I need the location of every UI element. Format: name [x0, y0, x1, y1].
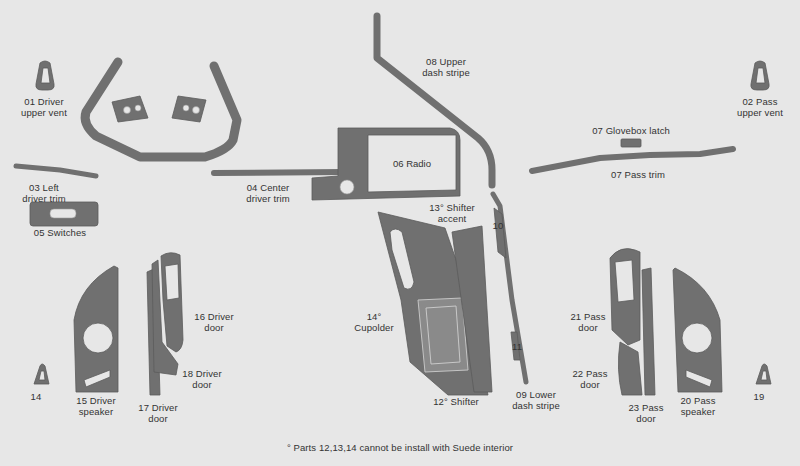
- part-label: 14° Cupolder: [353, 312, 395, 334]
- part-label: 21 Pass door: [566, 312, 610, 334]
- wheel-button-hole: [183, 105, 189, 111]
- part-label: 05 Switches: [34, 228, 86, 239]
- wheel-button-hole: [124, 107, 131, 114]
- wheel-trim: [112, 96, 148, 122]
- part-label: 06 Radio: [393, 158, 431, 169]
- part-label: 07 Glovebox latch: [592, 126, 670, 137]
- wheel-button-hole: [193, 107, 200, 114]
- radio-opening: 06 Radio: [368, 135, 456, 191]
- door-trim: [152, 260, 178, 375]
- vent-trim: [751, 61, 769, 90]
- part-label: 03 Left driver trim: [19, 183, 69, 205]
- trim-strip: [214, 172, 344, 173]
- part-label: 07 Pass trim: [611, 170, 665, 181]
- cupholder: [418, 298, 468, 372]
- latch-trim: [621, 139, 641, 147]
- part-label: 23 Pass door: [624, 403, 668, 425]
- door-trim: [610, 249, 640, 345]
- trim-strip: [532, 149, 733, 171]
- part-label: 09 Lower dash stripe: [509, 390, 563, 412]
- part-label: 22 Pass door: [568, 369, 612, 391]
- knob-opening: [340, 180, 354, 194]
- part-label: 04 Center driver trim: [241, 183, 295, 205]
- part-label: 15 Driver speaker: [72, 396, 120, 418]
- small-vent: [756, 364, 771, 384]
- cupholder-rim: [426, 306, 460, 364]
- speaker-trim: [673, 268, 722, 392]
- dash-stripe: [377, 16, 492, 185]
- part-label: 02 Pass upper vent: [733, 97, 787, 119]
- part-label: 16 Driver door: [190, 312, 238, 334]
- part-label: 11: [512, 342, 522, 353]
- small-trim: [494, 208, 506, 258]
- switch-panel: [30, 202, 98, 226]
- footnote: ° Parts 12,13,14 cannot be install with …: [287, 443, 513, 454]
- radio-bezel: [312, 128, 460, 200]
- part-label: 10: [493, 221, 504, 232]
- vent-trim: [36, 61, 54, 90]
- part-label: 14: [31, 392, 42, 403]
- part-label: 01 Driver upper vent: [17, 97, 71, 119]
- small-vent: [34, 364, 49, 384]
- part-label: 13° Shifter accent: [425, 203, 479, 225]
- switch-opening: [50, 209, 76, 218]
- cluster-surround: [85, 62, 237, 157]
- part-label: 17 Driver door: [134, 403, 182, 425]
- door-strip: [642, 268, 655, 395]
- wheel-trim: [172, 96, 206, 122]
- door-trim: [161, 253, 183, 352]
- speaker-trim: [74, 266, 118, 392]
- part-label: 12° Shifter: [433, 397, 479, 408]
- part-label: 19: [754, 392, 765, 403]
- trim-strip: [16, 166, 96, 176]
- shifter-accent: [452, 226, 492, 392]
- part-label: 08 Upper dash stripe: [418, 57, 474, 79]
- part-label: 20 Pass speaker: [676, 396, 720, 418]
- door-trim: [618, 342, 642, 395]
- part-label: 18 Driver door: [178, 369, 226, 391]
- dash-stripe: [493, 194, 526, 382]
- wheel-button-hole: [135, 105, 141, 111]
